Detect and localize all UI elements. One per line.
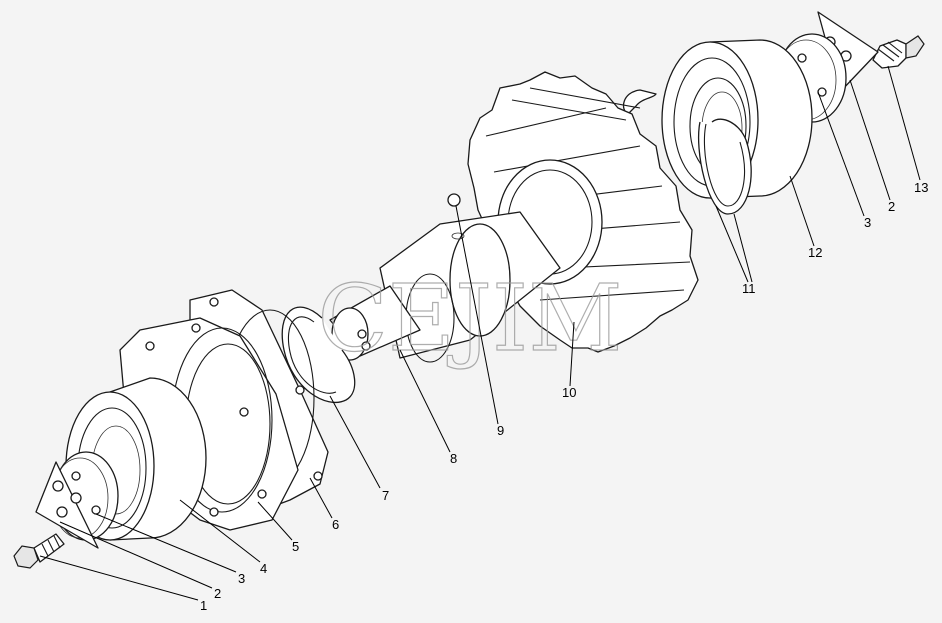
tab-washer-2-left xyxy=(35,461,99,549)
callout-6: 6 xyxy=(332,517,339,532)
callout-12: 12 xyxy=(808,245,822,260)
callout-2-right: 2 xyxy=(888,199,895,214)
callout-3-right: 3 xyxy=(864,215,871,230)
bolt-13 xyxy=(872,35,925,69)
callout-8: 8 xyxy=(450,451,457,466)
ball-9 xyxy=(447,193,465,240)
callout-7: 7 xyxy=(382,488,389,503)
callout-9: 9 xyxy=(497,423,504,438)
callout-10: 10 xyxy=(562,385,576,400)
callout-1: 1 xyxy=(200,598,207,613)
snap-ring-7 xyxy=(281,306,356,404)
callout-4: 4 xyxy=(260,561,267,576)
callout-11: 11 xyxy=(742,281,756,296)
callout-labels: 1 2 3 4 5 6 7 8 9 10 11 12 3 2 13 xyxy=(200,180,928,613)
callout-5: 5 xyxy=(292,539,299,554)
bolt-1 xyxy=(13,533,65,569)
snap-rings-11 xyxy=(622,89,752,215)
callout-13: 13 xyxy=(914,180,928,195)
leader-lines xyxy=(39,65,921,601)
callout-3-left: 3 xyxy=(238,571,245,586)
callout-2-left: 2 xyxy=(214,586,221,601)
